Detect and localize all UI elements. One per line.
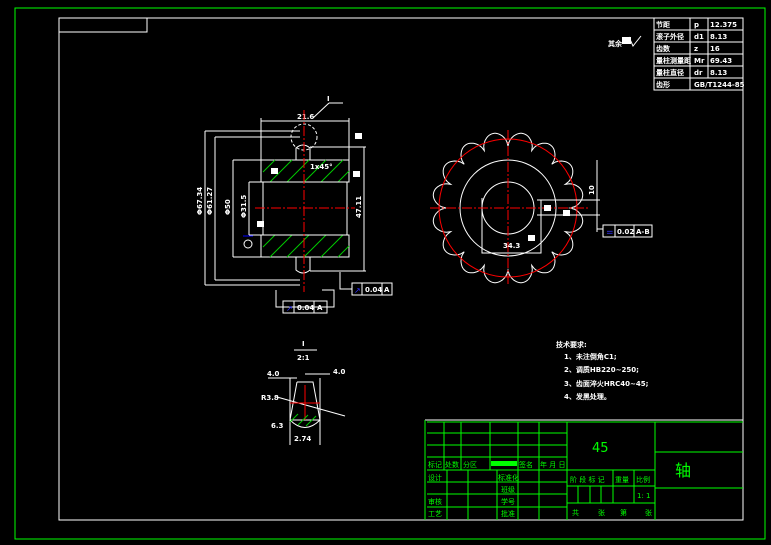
svg-text:年 月 日: 年 月 日 <box>540 460 565 469</box>
svg-text:A: A <box>384 286 390 294</box>
svg-text:学号: 学号 <box>501 497 515 506</box>
tech-req-item: 2、调质HB220~250; <box>564 365 639 374</box>
runout-icon: ↗ <box>286 304 293 313</box>
svg-text:0.04: 0.04 <box>297 304 314 312</box>
svg-text:齿形: 齿形 <box>656 80 670 89</box>
part-name-text: 轴 <box>675 461 691 480</box>
roughness-note: 其余 <box>608 35 642 48</box>
tech-req-item: 3、齿面淬火HRC40~45; <box>564 379 649 388</box>
svg-text:张: 张 <box>645 508 652 517</box>
dim-root-dia: Φ61.27 <box>206 187 214 215</box>
change-doc-highlight <box>491 461 517 466</box>
svg-text:8.13: 8.13 <box>710 69 727 77</box>
svg-text:设计: 设计 <box>428 473 442 482</box>
svg-text:共: 共 <box>572 508 579 517</box>
tolerance-frame-1: ↗ 0.04 A <box>282 300 328 314</box>
svg-text:4.0: 4.0 <box>267 370 280 378</box>
symmetry-icon: = <box>606 228 614 238</box>
detail-callout-label: I <box>327 95 330 103</box>
svg-text:阶 段 标 记: 阶 段 标 记 <box>570 475 605 484</box>
title-block: 标记 处数 分区 签名 年 月 日 设计 标准化 班级 学号 审核 工艺 批准 … <box>424 419 743 520</box>
param-table: 节距 p 12.375 滚子外径 d1 8.13 齿数 z 16 量柱测量距 M… <box>653 17 745 91</box>
hatch-pattern <box>262 159 350 258</box>
dim-keyway-width: 10 <box>588 185 596 195</box>
svg-text:16: 16 <box>710 45 720 53</box>
tech-requirements: 技术要求: 1、未注倒角C1; 2、调质HB220~250; 3、齿面淬火HRC… <box>556 340 649 401</box>
svg-text:标准化: 标准化 <box>498 473 519 482</box>
svg-text:p: p <box>694 21 699 29</box>
svg-text:z: z <box>694 45 698 53</box>
roughness-value-icon <box>622 37 631 44</box>
dim-outer-dia: Φ67.34 <box>196 187 204 215</box>
outer-frame <box>14 7 766 540</box>
symmetry-tolerance-frame: = 0.02 A-B <box>602 224 653 238</box>
inner-frame <box>58 17 744 521</box>
svg-text:张: 张 <box>598 508 605 517</box>
code-box <box>58 17 148 33</box>
svg-text:滚子外径: 滚子外径 <box>656 32 684 41</box>
svg-text:量柱直径: 量柱直径 <box>656 68 684 77</box>
svg-text:0.02: 0.02 <box>617 228 634 236</box>
dim-keyway-depth: 34.3 <box>503 242 520 250</box>
svg-text:2.74: 2.74 <box>294 435 311 443</box>
roughness-symbol-icon <box>628 35 642 47</box>
svg-text:12.375: 12.375 <box>710 21 737 29</box>
param-row: 齿形 GB/T1244-85 <box>656 80 745 89</box>
param-row: 节距 p 12.375 <box>656 20 737 29</box>
param-row: 量柱直径 dr 8.13 <box>656 68 727 77</box>
svg-text:节距: 节距 <box>656 20 670 29</box>
svg-text:d1: d1 <box>694 33 704 41</box>
svg-text:Mr: Mr <box>694 57 705 65</box>
svg-text:重量: 重量 <box>615 476 629 484</box>
side-section-view: Φ67.34 Φ61.27 Φ50 Φ31.5 47.11 21.6 1x45°… <box>196 95 393 314</box>
svg-text:6.3: 6.3 <box>271 422 284 430</box>
svg-text:比例: 比例 <box>636 475 650 484</box>
svg-text:批准: 批准 <box>501 509 515 518</box>
material-text: 45 <box>592 441 609 456</box>
tolerance-frame-2: ↗ 0.04 A <box>351 282 393 296</box>
roughness-note-text: 其余 <box>608 39 623 48</box>
dim-right-len: 47.11 <box>355 196 363 218</box>
svg-text:第: 第 <box>620 508 627 517</box>
svg-text:审核: 审核 <box>428 497 442 506</box>
detail-view-label: I <box>302 340 305 348</box>
scale-value: 1: 1 <box>637 492 651 500</box>
keyway-dim <box>481 198 542 254</box>
svg-text:班级: 班级 <box>501 485 515 494</box>
svg-text:0.04: 0.04 <box>365 286 382 294</box>
svg-text:工艺: 工艺 <box>428 510 442 518</box>
datum-a-symbol <box>243 239 253 249</box>
dim-hub-dia: Φ50 <box>224 199 232 215</box>
param-row: 量柱测量距 Mr 69.43 <box>656 56 732 65</box>
svg-text:A: A <box>317 304 323 312</box>
tooth-top <box>295 144 311 160</box>
svg-text:齿数: 齿数 <box>656 44 671 53</box>
dim-bore: Φ31.5 <box>240 195 248 218</box>
param-row: 齿数 z 16 <box>656 44 720 53</box>
svg-text:dr: dr <box>694 69 703 77</box>
svg-text:处数: 处数 <box>445 460 459 469</box>
svg-text:GB/T1244-85: GB/T1244-85 <box>694 81 745 89</box>
front-sprocket-view: 34.3 10 = 0.02 A-B <box>430 130 653 285</box>
svg-text:R3.8: R3.8 <box>261 394 279 402</box>
svg-text:69.43: 69.43 <box>710 57 732 65</box>
tech-req-item: 1、未注倒角C1; <box>564 352 617 361</box>
dim-chamfer: 1x45° <box>310 163 333 171</box>
tech-req-title: 技术要求: <box>556 340 587 349</box>
svg-text:签名: 签名 <box>519 460 533 469</box>
svg-text:4.0: 4.0 <box>333 368 346 376</box>
dim-top-width: 21.6 <box>297 113 314 121</box>
svg-text:A-B: A-B <box>636 228 650 236</box>
svg-text:8.13: 8.13 <box>710 33 727 41</box>
svg-text:分区: 分区 <box>463 460 477 469</box>
detail-view: I 2:1 4.0 4.0 R3.8 2.74 6.3 <box>261 340 346 445</box>
svg-text:标记: 标记 <box>428 460 442 469</box>
svg-text:量柱测量距: 量柱测量距 <box>656 56 691 65</box>
runout-icon: ↗ <box>354 286 361 295</box>
detail-view-scale: 2:1 <box>297 354 310 362</box>
tech-req-item: 4、发黑处理。 <box>564 392 611 401</box>
tooth-bottom <box>295 257 311 274</box>
param-row: 滚子外径 d1 8.13 <box>656 32 727 41</box>
